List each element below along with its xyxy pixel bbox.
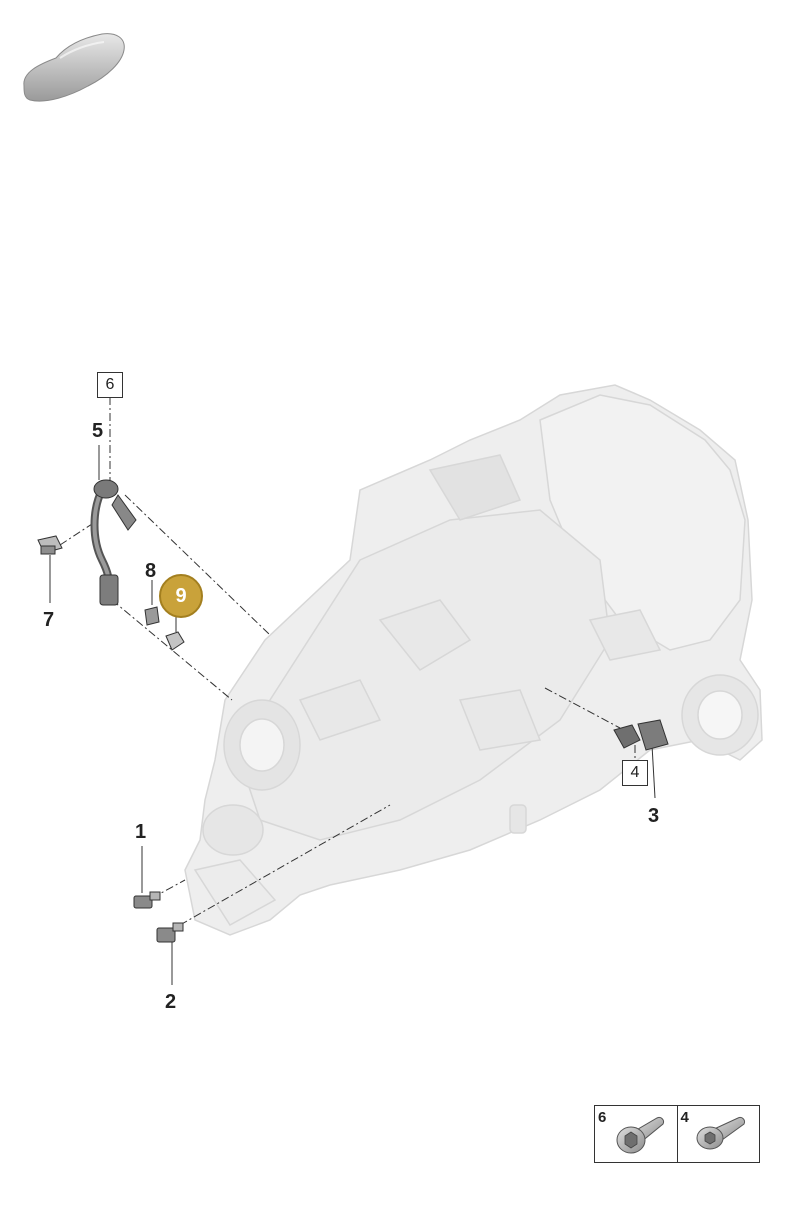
boxed-ref-4: 4	[622, 760, 648, 786]
legend-number-4: 4	[680, 1109, 689, 1126]
car-silhouette-icon	[23, 33, 125, 102]
legend-cell-4: 4	[676, 1106, 760, 1162]
callout-8: 8	[145, 560, 157, 582]
part-8-clip	[144, 606, 160, 626]
torx-bolt-icon	[696, 1117, 745, 1150]
part-3-bracket	[613, 719, 669, 751]
callout-3: 3	[648, 805, 660, 827]
boxed-ref-6: 6	[97, 372, 123, 398]
callout-1: 1	[135, 821, 147, 843]
torx-bolt-icon	[616, 1117, 664, 1154]
legend-cell-6: 6	[595, 1106, 677, 1162]
part-7-clip	[37, 535, 63, 555]
leader-lines	[49, 397, 656, 985]
part-1-sensor	[133, 891, 161, 909]
transmission-housing	[184, 384, 763, 936]
part-2-sensor	[156, 922, 184, 943]
legend-number-6: 6	[598, 1109, 607, 1126]
part-9-bracket	[165, 631, 185, 651]
fastener-legend: 6 4	[594, 1105, 760, 1163]
callout-7: 7	[43, 609, 55, 631]
callout-9-highlighted[interactable]: 9	[159, 574, 203, 618]
callout-2: 2	[165, 991, 177, 1013]
callout-5: 5	[92, 420, 104, 442]
part-5-wiring-harness	[90, 479, 137, 606]
